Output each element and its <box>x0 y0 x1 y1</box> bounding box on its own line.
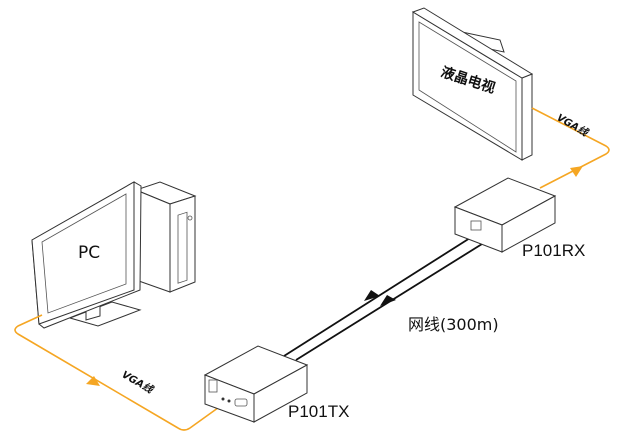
tx-side <box>253 364 308 423</box>
p101tx-device: P101TX <box>203 345 349 423</box>
led-icon <box>227 399 231 403</box>
tv-top <box>411 7 534 79</box>
vga-label-bottom: VGA线 <box>120 369 157 397</box>
network-arrow-icon <box>380 295 396 306</box>
led-icon <box>221 397 225 401</box>
network-cable-line-1 <box>283 237 471 357</box>
network-arrow-icon <box>364 290 380 301</box>
pc-monitor-frame <box>31 181 135 325</box>
pc-power-button <box>187 215 193 221</box>
tv-screen <box>418 21 517 153</box>
vga-port-icon <box>234 398 248 407</box>
p101rx-device: P101RX <box>453 177 585 260</box>
rx-side <box>501 195 556 253</box>
tv-side <box>521 73 533 161</box>
network-cable: 网线(300m) <box>283 237 499 361</box>
power-port-icon <box>208 379 218 393</box>
vga-arrow-icon <box>570 166 583 177</box>
lcd-tv: 液晶电视 <box>411 7 534 161</box>
pc-monitor-screen <box>41 193 127 314</box>
network-label: 网线(300m) <box>408 315 499 334</box>
pc: PC <box>31 181 197 329</box>
pc-tower-front <box>169 195 196 293</box>
vga-cable-rx-to-tv: VGA线 <box>531 107 610 189</box>
rx-label: P101RX <box>522 241 585 260</box>
pc-label: PC <box>78 243 100 263</box>
tx-label: P101TX <box>288 402 349 421</box>
vga-cable-pc-to-tx: VGA线 <box>14 314 223 431</box>
rj45-port-icon <box>470 220 482 231</box>
vga-arrow-icon <box>86 376 100 386</box>
vga-cable-line <box>531 107 610 189</box>
pc-drive-bay <box>177 211 188 284</box>
vga-cable-line <box>14 314 223 431</box>
